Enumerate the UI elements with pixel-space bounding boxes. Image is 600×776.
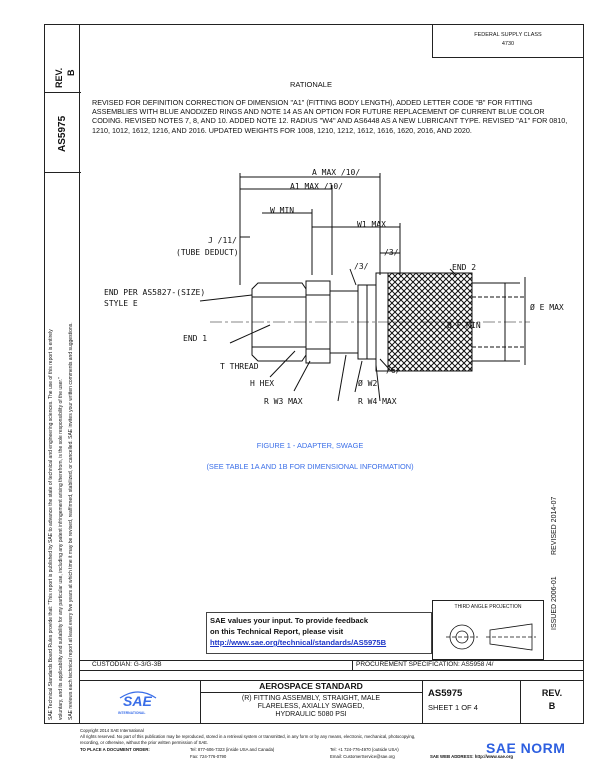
label-end-1: END 1 — [183, 334, 208, 343]
order-fax: Fax: 724-776-0790 — [190, 754, 227, 759]
label-style-e: STYLE E — [104, 299, 138, 308]
rev-header-vertical: REV. — [54, 68, 64, 88]
order-label: TO PLACE A DOCUMENT ORDER: — [80, 747, 150, 752]
title-heading: AEROSPACE STANDARD — [259, 681, 363, 691]
dim-w2: Ø W2 — [358, 379, 378, 388]
sae-logo-text: SAE — [123, 693, 152, 709]
sae-logo: SAE — [118, 688, 158, 710]
dim-f-min: Ø F MIN — [447, 321, 481, 330]
copyright: Copyright 2014 SAE International — [80, 728, 144, 733]
label-h-hex: H HEX — [250, 379, 275, 388]
dim-j: J /11/ — [208, 236, 237, 245]
order-tel: Tel: 877-606-7323 (inside USA and Canada… — [190, 747, 275, 752]
projection-box — [432, 600, 544, 660]
fsc-code: 4730 — [501, 41, 515, 47]
margin-text-2: voluntary, and its applicability and sui… — [58, 377, 64, 720]
label-t-thread: T THREAD — [220, 362, 259, 371]
dim-e-max: Ø E MAX — [530, 303, 564, 312]
doc-number-vertical: AS5975 — [57, 115, 68, 152]
dim-a-max: A MAX /10/ — [312, 168, 361, 177]
title-sheet: SHEET 1 OF 4 — [428, 703, 478, 712]
rev-label: REV. — [54, 67, 64, 88]
feedback-box — [206, 612, 432, 654]
fsc-box — [432, 24, 584, 58]
rev-value-vertical: B — [66, 70, 76, 77]
figure-subcaption: (SEE TABLE 1A AND 1B FOR DIMENSIONAL INF… — [206, 462, 414, 471]
order-email: Email: CustomerService@sae.org — [330, 754, 395, 759]
label-end-per: END PER AS5827-(SIZE) — [104, 288, 206, 297]
dim-w1-max: W1 MAX — [357, 220, 386, 229]
fsc-label: FEDERAL SUPPLY CLASS — [474, 32, 542, 38]
figure-caption: FIGURE 1 - ADAPTER, SWAGE — [256, 441, 364, 450]
projection-label: THIRD ANGLE PROJECTION — [454, 604, 522, 610]
margin-text-1: SAE Technical Standards Board Rules prov… — [48, 329, 54, 720]
adapter-drawing — [199, 173, 530, 402]
title-rev-value: B — [548, 701, 556, 711]
sae-logo-sub: INTERNATIONAL — [118, 711, 146, 715]
revised-date: REVISED 2014-07 — [551, 496, 558, 555]
order-tel-2: Tel: +1 724-776-4970 (outside USA) — [330, 747, 399, 752]
title-doc-number: AS5975 — [428, 688, 463, 699]
margin-text-3: SAE reviews each technical report at lea… — [68, 322, 74, 720]
dim-r-w3: R W3 MAX — [264, 397, 303, 406]
projection-symbol-icon — [446, 623, 536, 651]
note-3-a: /3/ — [354, 262, 369, 271]
order-web: SAE WEB ADDRESS: http://www.sae.org — [430, 754, 513, 759]
title-desc-2: FLARELESS, AXIALLY SWAGED, — [257, 703, 365, 710]
dim-w-min: W MIN — [270, 206, 295, 215]
rationale-text: REVISED FOR DEFINITION CORRECTION OF DIM… — [92, 98, 568, 135]
feedback-line-2: on this Technical Report, please visit — [210, 627, 344, 636]
page-frame — [44, 24, 584, 724]
rev-value: B — [66, 69, 76, 77]
title-desc-1: (R) FITTING ASSEMBLY, STRAIGHT, MALE — [241, 695, 381, 702]
title-rev-label: REV. — [541, 688, 563, 698]
rights-text-2: recording, or otherwise, without the pri… — [80, 740, 209, 745]
procurement-spec: PROCUREMENT SPECIFICATION: AS5958 /4/ — [356, 661, 494, 668]
feedback-line-1: SAE values your input. To provide feedba… — [210, 616, 369, 625]
sae-logo-icon — [119, 691, 157, 699]
dim-a1-max: A1 MAX /10/ — [290, 182, 343, 191]
rationale-title: RATIONALE — [290, 80, 332, 89]
custodian: CUSTODIAN: G-3/G-3B — [92, 661, 162, 668]
watermark: SAE NORM — [486, 740, 566, 756]
label-end-2: END 2 — [452, 263, 477, 272]
feedback-link[interactable]: http://www.sae.org/technical/standards/A… — [210, 638, 387, 647]
title-desc-3: HYDRAULIC 5080 PSI — [275, 711, 347, 718]
dim-r-w4: R W4 MAX — [358, 397, 397, 406]
note-3-b: /3/ — [384, 248, 399, 257]
dim-tube-deduct: (TUBE DEDUCT) — [176, 248, 239, 257]
issued-date: ISSUED 2006-01 — [551, 576, 558, 630]
left-column — [44, 24, 80, 724]
rights-text: All rights reserved. No part of this pub… — [80, 734, 416, 739]
note-6: /6/ — [386, 366, 401, 375]
